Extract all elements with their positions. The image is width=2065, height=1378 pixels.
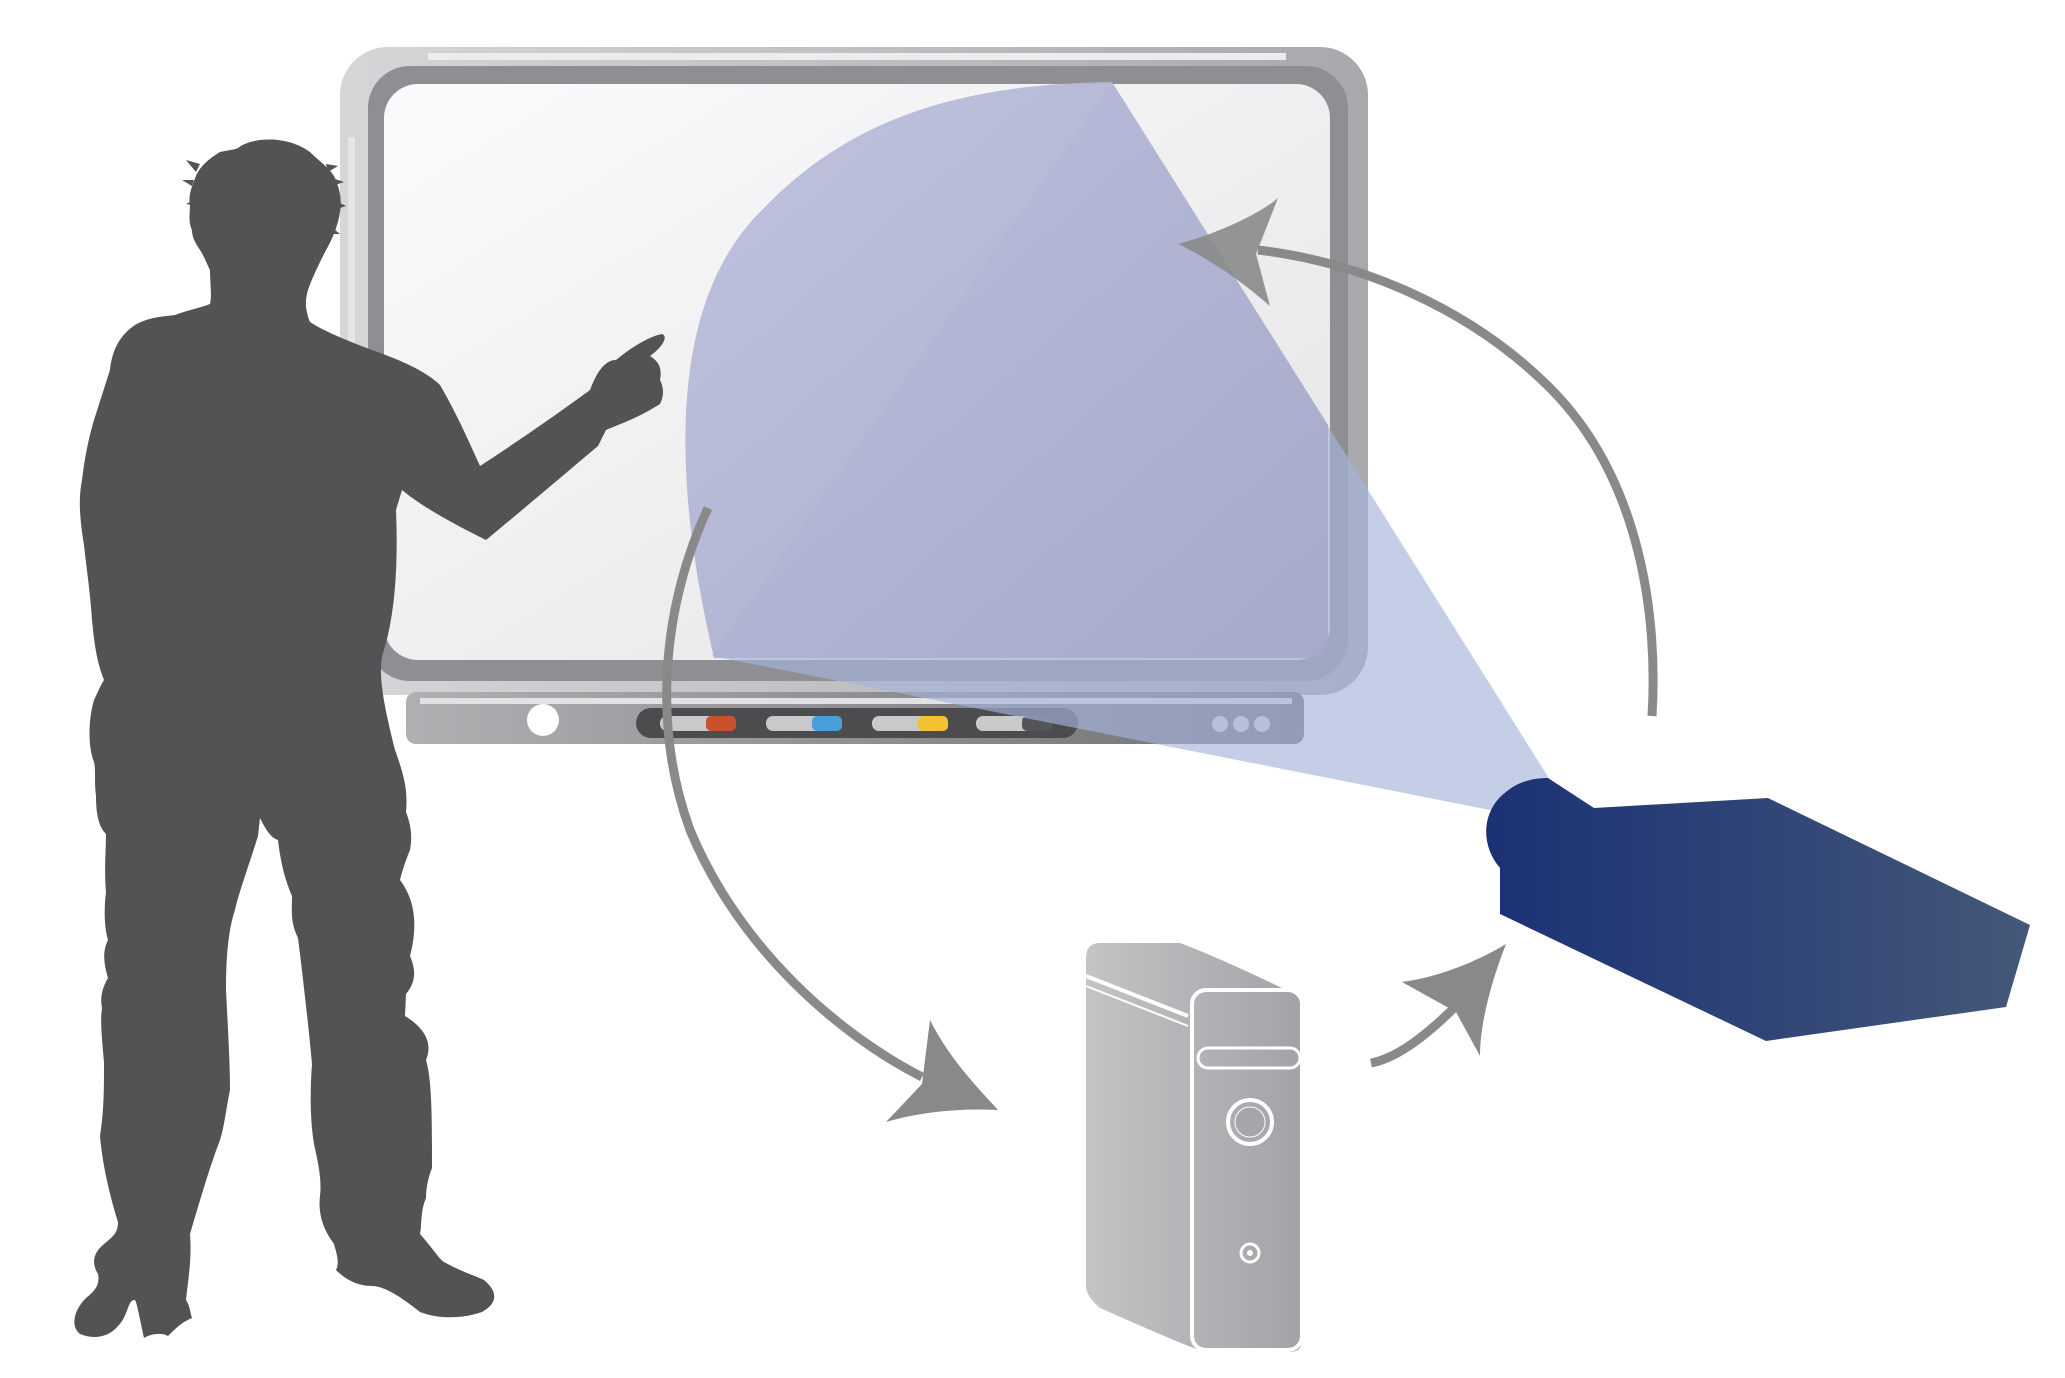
curved-arrow-icon bbox=[662, 506, 998, 1122]
computer-edge-line bbox=[1085, 985, 1189, 1027]
desktop-tower-computer-icon bbox=[1085, 943, 1304, 1352]
power-button-inner bbox=[1234, 1106, 1266, 1138]
hair-detail bbox=[182, 160, 346, 234]
arrow-shaft-projector-to-board bbox=[1257, 245, 1658, 717]
arrow-shaft-board-to-computer bbox=[662, 506, 925, 1082]
pen-red-tip bbox=[706, 716, 736, 731]
pen-yellow-tip bbox=[918, 716, 948, 731]
pen-tray-highlight bbox=[420, 698, 1292, 704]
projector-body bbox=[1486, 778, 2030, 1041]
projected-image-area bbox=[685, 82, 1328, 658]
computer-front-panel bbox=[1190, 988, 1304, 1352]
whiteboard-side-strip bbox=[348, 137, 355, 351]
computer-edge-line bbox=[1085, 974, 1189, 1018]
drive-bay-icon bbox=[1196, 1046, 1302, 1070]
curved-arrow-icon bbox=[1370, 944, 1506, 1068]
arrow-shaft-computer-to-projector bbox=[1370, 1000, 1462, 1068]
reset-button-inner bbox=[1247, 1250, 1253, 1256]
projector-icon bbox=[1486, 778, 2030, 1041]
arrow-head-computer-to-projector bbox=[1402, 944, 1506, 1056]
whiteboard-top-highlight bbox=[428, 53, 1286, 60]
tray-button-icon bbox=[527, 704, 559, 736]
pen-slot-bar bbox=[636, 708, 1078, 738]
person-silhouette-icon bbox=[74, 139, 665, 1338]
arrow-head-board-to-computer bbox=[886, 1020, 998, 1122]
pen-blue-tip bbox=[812, 716, 842, 731]
reset-button-icon bbox=[1239, 1242, 1261, 1264]
arrow-head-projector-to-board bbox=[1178, 198, 1278, 306]
curved-arrow-icon bbox=[1178, 198, 1658, 717]
power-button-icon bbox=[1226, 1098, 1274, 1146]
